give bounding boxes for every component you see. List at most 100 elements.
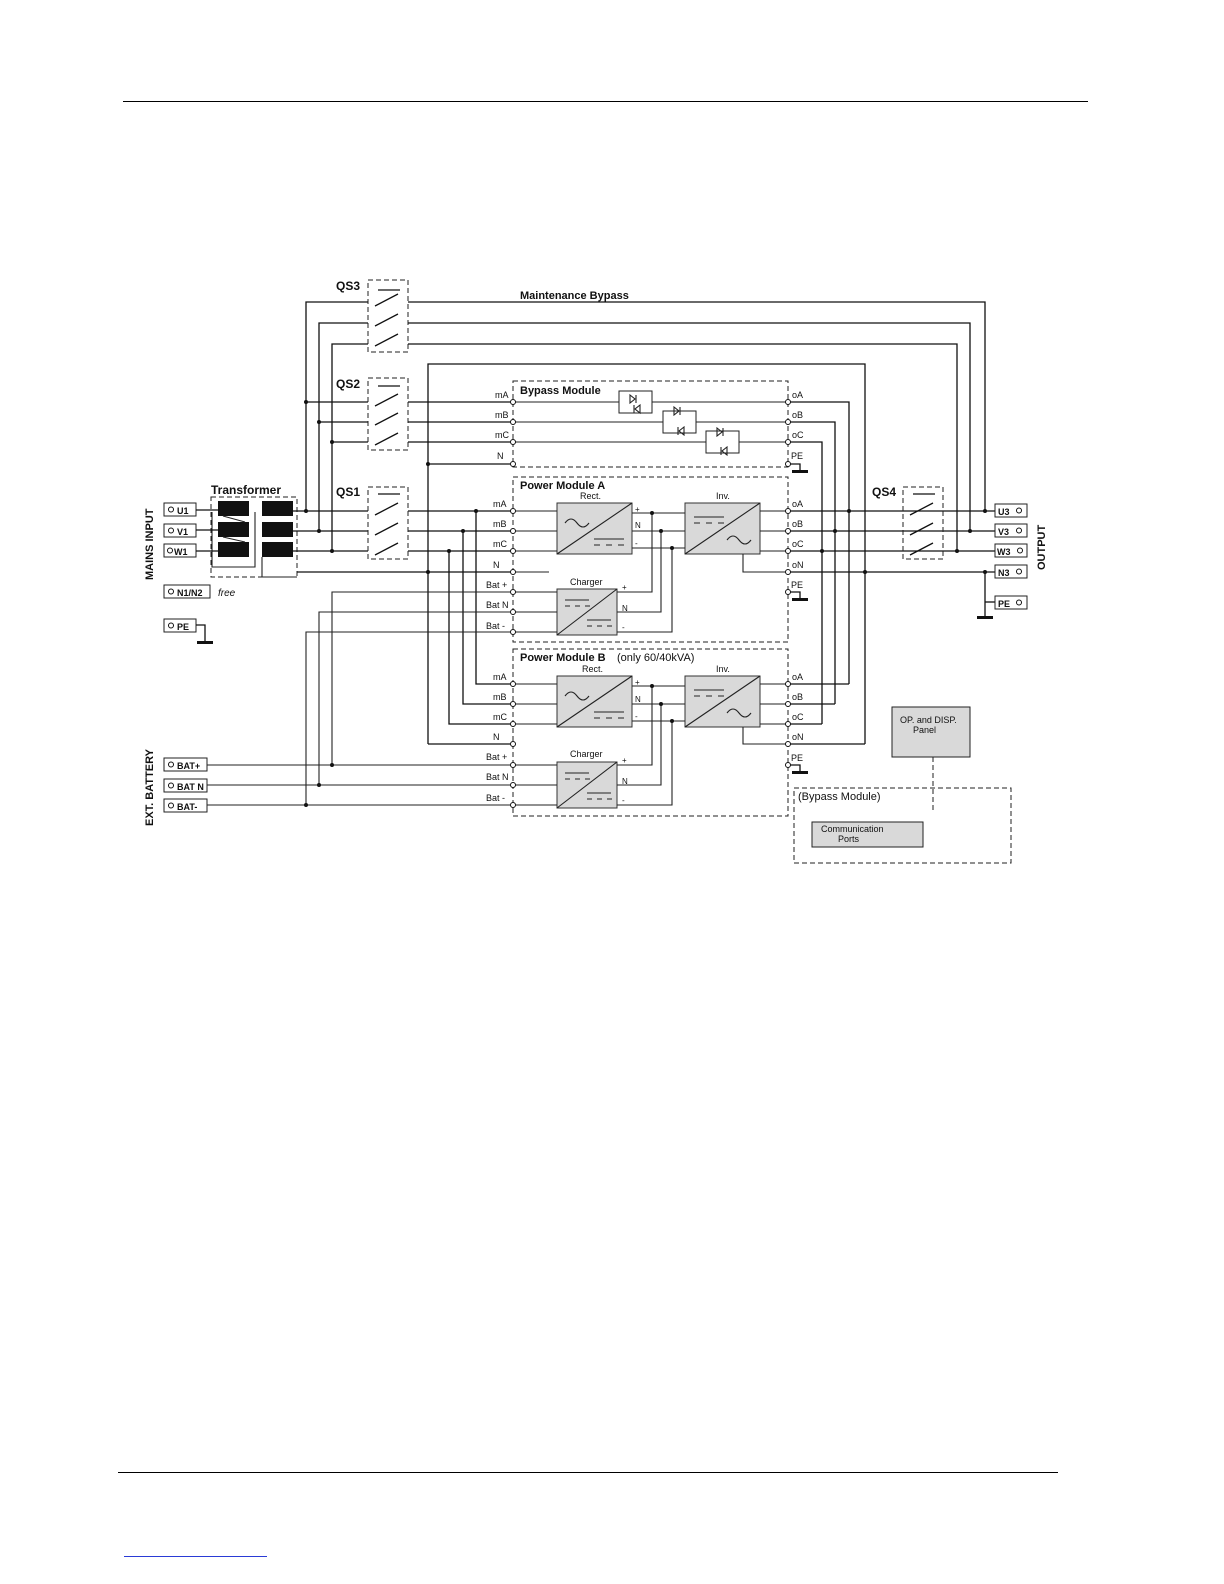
svg-text:N3: N3 — [998, 568, 1010, 578]
bypass-pe-wire — [788, 463, 801, 470]
output-feed-wires — [957, 510, 1000, 573]
svg-text:U1: U1 — [177, 506, 189, 516]
input-terminal-n1n2: N1/N2 — [163, 584, 211, 599]
pma-charger-label: Charger — [570, 577, 603, 587]
pma-inverter-icon — [684, 502, 761, 555]
pmb-ground-icon — [792, 771, 808, 774]
bypass-module-label: Bypass Module — [520, 385, 601, 397]
pmb-inverter-icon — [684, 675, 761, 728]
qs3-switch-frame — [367, 279, 409, 353]
footer-rule — [118, 1472, 1058, 1473]
pma-charger-plus: + — [622, 583, 627, 592]
bypass-input-ma: mA — [495, 390, 509, 400]
pmb-charger-n: N — [622, 777, 628, 786]
qs1-switch-frame — [367, 486, 409, 560]
power-module-a-frame — [512, 476, 789, 643]
qs3-line-b — [318, 322, 971, 531]
pma-input-ma: mA — [493, 499, 507, 509]
pma-inv-out-wires — [760, 510, 788, 552]
pma-bat-plus: Bat + — [486, 580, 507, 590]
svg-text:W3: W3 — [997, 547, 1011, 557]
pmb-output-pe: PE — [791, 753, 803, 763]
pmb-bat-in-wires — [513, 764, 557, 806]
pma-inv-neutral — [742, 554, 788, 573]
feed-b-line-b — [462, 531, 513, 705]
transformer-frame — [210, 496, 298, 578]
bypass-module-comm-frame — [793, 787, 1012, 864]
pmb-output-on: oN — [792, 732, 804, 742]
pma-inv-label: Inv. — [716, 491, 730, 501]
pma-rect-plus: + — [635, 505, 640, 514]
input-ground-icon — [197, 641, 213, 644]
comm-ports-line1: Communication — [821, 824, 884, 834]
qs4-contacts — [909, 493, 935, 556]
pma-rect-in-wires — [513, 510, 557, 552]
pma-rect-label: Rect. — [580, 491, 601, 501]
pmb-output-bus — [788, 683, 865, 745]
junction-dots — [304, 400, 987, 807]
mains-input-label: MAINS INPUT — [144, 508, 156, 580]
svg-text:U3: U3 — [998, 507, 1010, 517]
pmb-dc-bus — [632, 685, 685, 722]
bypass-out-a — [788, 401, 850, 684]
pma-ground-icon — [792, 598, 808, 601]
battery-minus-wires — [207, 631, 513, 806]
thyristor-b-icon — [662, 405, 697, 437]
pma-rect-minus: - — [635, 539, 638, 548]
power-module-b-note: (only 60/40kVA) — [617, 652, 694, 664]
pma-dc-bus — [632, 512, 685, 549]
free-label: free — [218, 588, 236, 599]
pma-input-mc: mC — [493, 539, 507, 549]
input-pe-wire — [196, 624, 206, 641]
pma-charger-dc-wires — [617, 513, 673, 633]
svg-text:V1: V1 — [177, 527, 188, 537]
module-terminal-points — [510, 399, 791, 808]
bypass-risers — [305, 402, 333, 551]
battery-terminal-n: BAT N — [163, 778, 208, 793]
pmb-rectifier-icon — [556, 675, 633, 728]
pmb-rect-plus: + — [635, 678, 640, 687]
pma-bat-n: Bat N — [486, 600, 509, 610]
output-ground-icon — [977, 616, 993, 619]
bypass-output-ob: oB — [792, 410, 803, 420]
svg-text:PE: PE — [998, 599, 1010, 609]
feed-b-line-c — [448, 551, 513, 725]
power-module-a-label: Power Module A — [520, 480, 605, 492]
qs3-line-c — [331, 343, 958, 551]
qs2-label: QS2 — [336, 377, 360, 391]
svg-text:PE: PE — [177, 622, 189, 632]
pmb-input-ma: mA — [493, 672, 507, 682]
pmb-input-mb: mB — [493, 692, 507, 702]
input-terminal-v1: V1 — [163, 523, 197, 538]
qs3-label: QS3 — [336, 279, 360, 293]
footer-link-underline — [124, 1556, 267, 1557]
neutral-loop-wire — [427, 363, 866, 744]
svg-text:V3: V3 — [998, 527, 1009, 537]
pma-rectifier-icon — [556, 502, 633, 555]
pmb-rect-label: Rect. — [582, 664, 603, 674]
bypass-input-mb: mB — [495, 410, 509, 420]
pmb-rect-n: N — [635, 695, 641, 704]
pmb-charger-label: Charger — [570, 749, 603, 759]
qs4-label: QS4 — [872, 485, 896, 499]
op-panel-line2: Panel — [913, 725, 936, 735]
pma-output-pe: PE — [791, 580, 803, 590]
communication-ports-box — [811, 821, 924, 848]
power-module-b-label: Power Module B — [520, 652, 606, 664]
transformer-cores — [211, 501, 297, 578]
qs2-contacts — [374, 385, 400, 446]
thyristor-a-icon — [618, 390, 653, 415]
pmb-output-oa: oA — [792, 672, 803, 682]
battery-terminal-plus: BAT+ — [163, 757, 208, 772]
ext-battery-label: EXT. BATTERY — [144, 748, 156, 826]
svg-text:BAT N: BAT N — [177, 782, 204, 792]
output-label: OUTPUT — [1036, 525, 1048, 571]
bypass-output-oc: oC — [792, 430, 804, 440]
maintenance-bypass-label: Maintenance Bypass — [520, 290, 629, 302]
battery-n-wires — [207, 611, 513, 786]
qs3-contacts — [374, 289, 400, 347]
pma-bat-in-wires — [513, 591, 557, 633]
header-rule — [123, 101, 1088, 102]
bypass-module-paren-label: (Bypass Module) — [798, 791, 881, 803]
